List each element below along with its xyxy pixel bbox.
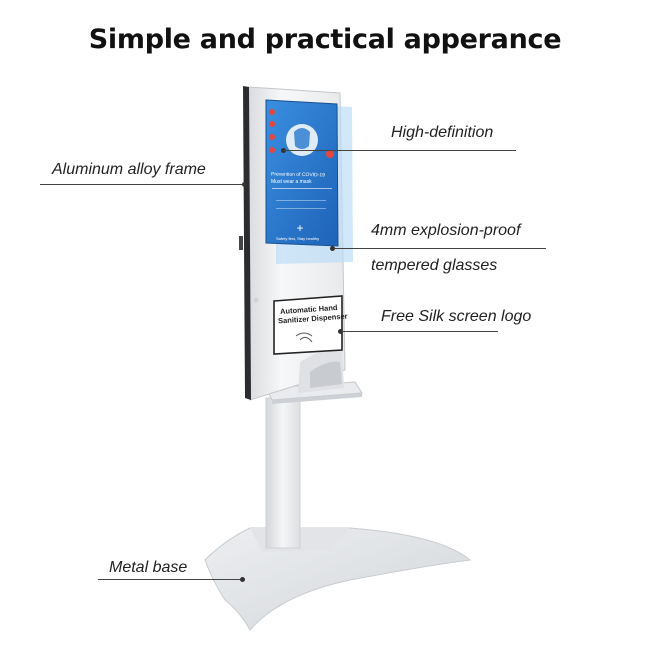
metal-base-label: Metal base	[109, 559, 188, 576]
svg-text:+: +	[296, 221, 303, 235]
glass-label-line2: tempered glasses	[371, 257, 498, 274]
glass-label-line1: 4mm explosion-proof	[371, 222, 521, 239]
high-definition-label: High-definition	[391, 124, 494, 141]
logo-plate	[273, 295, 343, 355]
high-definition-marker	[281, 148, 286, 153]
hd-screen	[265, 99, 339, 247]
page-title: Simple and practical apperance	[88, 24, 562, 55]
aluminum-frame	[243, 86, 251, 400]
screen-text-1: Prevention of COVID-19	[270, 171, 325, 179]
stand-pole	[265, 397, 301, 549]
logo-marker	[338, 329, 343, 334]
metal-base-leader	[98, 579, 242, 580]
high-definition-leader	[284, 150, 516, 151]
metal-base	[204, 527, 472, 631]
aluminum-frame-label: Aluminum alloy frame	[52, 161, 206, 178]
screen-footer-text: Safety first, Stay healthy	[276, 236, 320, 241]
glass-leader	[334, 248, 546, 249]
silk-screen-logo-label: Free Silk screen logo	[381, 308, 532, 325]
aluminum-frame-marker	[242, 182, 247, 187]
aluminum-frame-leader	[40, 184, 246, 185]
glass-marker	[330, 246, 335, 251]
metal-base-marker	[240, 577, 245, 582]
screen-text-2: Must wear a mask	[271, 179, 312, 185]
logo-leader	[342, 331, 498, 332]
